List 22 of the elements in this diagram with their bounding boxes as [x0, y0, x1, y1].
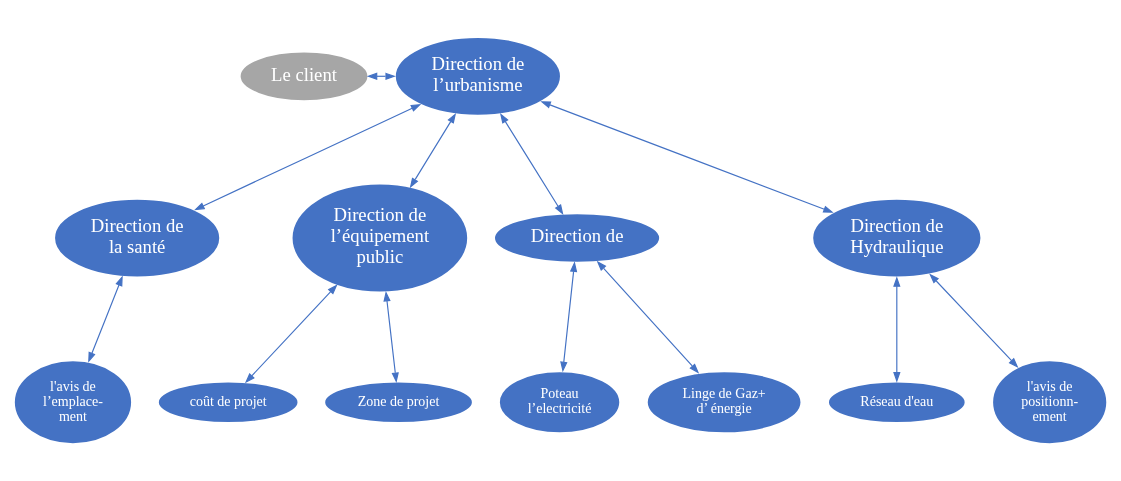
arrow [929, 273, 1019, 369]
node-ellipse: Direction de la santé [52, 197, 222, 279]
arrow [596, 260, 700, 374]
node-ellipse: Réseau d'eau [826, 380, 967, 425]
arrow [88, 275, 123, 363]
node-ellipse: coût de projet [156, 380, 300, 425]
arrow [499, 112, 564, 215]
node-ellipse: Direction de l’urbanisme [393, 35, 563, 117]
node-ellipse: Direction de [492, 211, 662, 265]
arrow [893, 276, 901, 383]
arrow [409, 112, 457, 189]
arrow [383, 290, 399, 383]
arrow [540, 101, 834, 213]
node-ellipse: Linge de Gaz+ d’ énergie [645, 369, 803, 435]
node-ellipse: Zone de projet [322, 380, 475, 425]
node-ellipse: Direction de Hydraulique [810, 197, 983, 279]
node-ellipse: Poteau l’electricité [497, 369, 622, 435]
arrow [194, 103, 422, 211]
arrow [244, 284, 338, 384]
arrow [560, 261, 578, 373]
node-ellipse: Le client [238, 50, 370, 103]
node-ellipse: l'avis de l’emplace- ment [12, 358, 134, 446]
